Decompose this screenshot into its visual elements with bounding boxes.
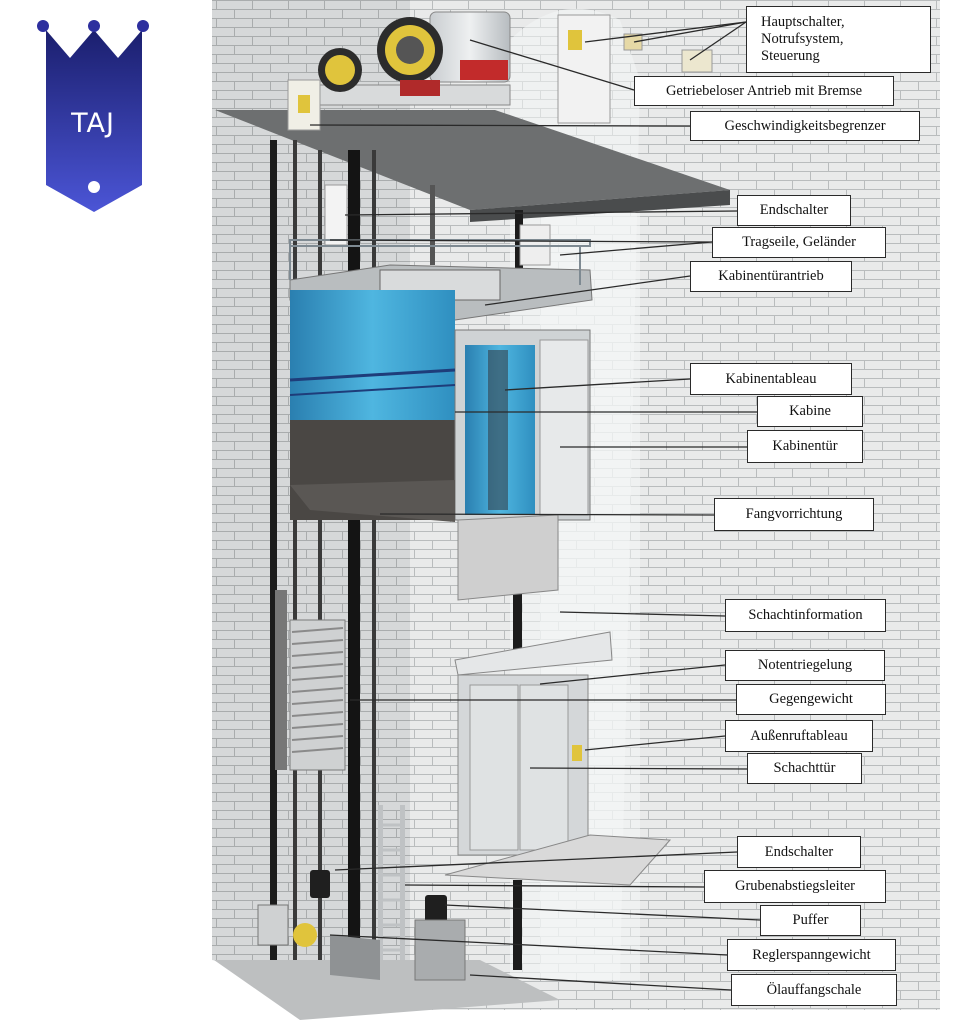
label-antrieb: Getriebeloser Antrieb mit Bremse [634,76,894,106]
label-kabine: Kabine [757,396,863,427]
counterweight [275,590,346,771]
label-schachttuer: Schachttür [747,753,862,784]
label-kabinentuer: Kabinentür [747,430,863,463]
label-endschalter-unten: Endschalter [737,836,861,868]
drive-machine [287,11,511,131]
label-notentriegelung: Notentriegelung [725,650,885,681]
machine-room-slab [215,110,730,222]
label-gegengewicht: Gegengewicht [736,684,886,715]
label-schachtinformation: Schachtinformation [725,599,886,632]
label-kabinentuerantrieb: Kabinentürantrieb [690,261,852,292]
label-reglerspanngewicht: Reglerspanngewicht [727,939,896,971]
label-aussenruftableau: Außenruftableau [725,720,873,752]
label-fangvorrichtung: Fangvorrichtung [714,498,874,531]
label-geschwindigkeitsbegrenzer: Geschwindigkeitsbegrenzer [690,111,920,141]
label-kabinentableau: Kabinentableau [690,363,852,395]
label-puffer: Puffer [760,905,861,936]
taj-logo-text: TAJ [71,108,115,139]
taj-logo [37,20,149,212]
elevator-cabin [289,239,593,522]
label-oelauffangschale: Ölauffangschale [731,974,897,1006]
label-endschalter-oben: Endschalter [737,195,851,226]
label-hauptschalter: Hauptschalter, Notrufsystem, Steuerung [746,6,931,73]
label-grubenabstiegsleiter: Grubenabstiegsleiter [704,870,886,903]
label-tragseile: Tragseile, Geländer [712,227,886,258]
safety-gear-apron [457,514,559,601]
leader-lines [309,21,761,991]
shaft-door [454,631,613,856]
